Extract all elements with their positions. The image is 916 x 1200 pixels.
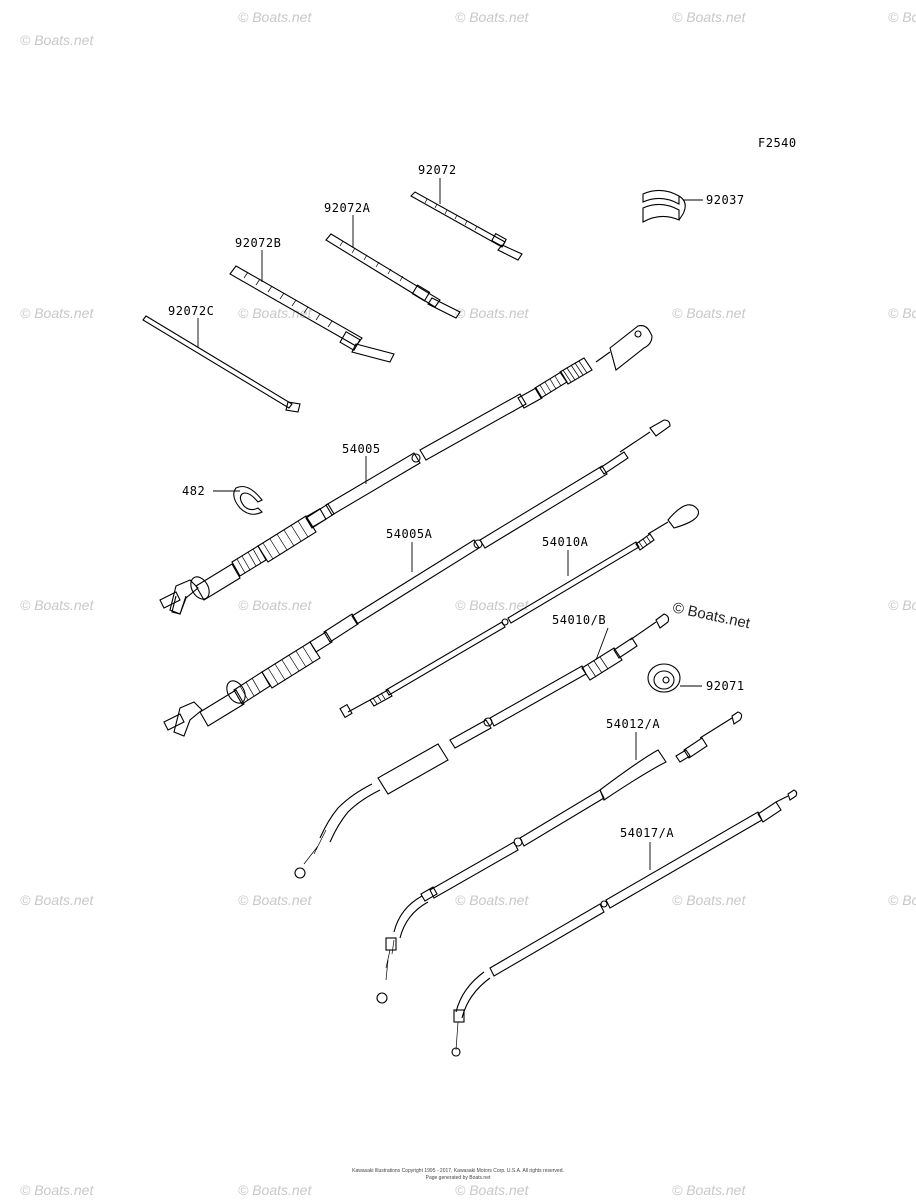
watermark-prominent: © Boats.net (671, 599, 752, 632)
watermark: © Boats.net (888, 305, 916, 321)
watermark: © Boats.net (20, 32, 94, 48)
watermark: © Boats.net (20, 1182, 94, 1198)
clip-482 (233, 485, 263, 515)
callout-label-54012A: 54012/A (606, 717, 660, 731)
leader-line (595, 627, 609, 661)
watermark: © Boats.net (20, 597, 94, 613)
watermark: © Boats.net (20, 892, 94, 908)
watermark: © Boats.net (888, 9, 916, 25)
watermark: © Boats.net (20, 305, 94, 321)
callout-label-482: 482 (182, 484, 205, 498)
callout-label-54005: 54005 (342, 442, 381, 456)
cable-54010A (339, 504, 700, 719)
watermark: © Boats.net (238, 597, 312, 613)
copyright-line: Page generated by Boats.net (426, 1175, 491, 1181)
watermark: © Boats.net (238, 1182, 312, 1198)
cable-tie-92072B (229, 265, 395, 363)
cable-54012A (376, 711, 743, 1004)
callout-label-92072C: 92072C (168, 304, 214, 318)
watermark: © Boats.net (672, 305, 746, 321)
watermark: © Boats.net (888, 597, 916, 613)
watermark-grid: © Boats.net © Boats.net © Boats.net © Bo… (20, 9, 916, 1198)
callout-label-92071: 92071 (706, 679, 745, 693)
cable-54010B (294, 613, 670, 879)
cable-tie-92072 (410, 191, 523, 261)
cable-54005 (159, 325, 653, 615)
watermark: © Boats.net (238, 305, 312, 321)
watermark: © Boats.net (672, 1182, 746, 1198)
cable-tie-92072C (142, 315, 301, 413)
callout-label-92072B: 92072B (235, 236, 281, 250)
watermark: © Boats.net (455, 305, 529, 321)
copyright-line: Kawasaki Illustrations Copyright 1995 - … (352, 1168, 564, 1174)
callout-label-54010B: 54010/B (552, 613, 606, 627)
cable-54017A (451, 789, 798, 1057)
watermark: © Boats.net (888, 892, 916, 908)
watermark: © Boats.net (672, 9, 746, 25)
watermark: © Boats.net (455, 1182, 529, 1198)
callout-label-54017A: 54017/A (620, 826, 674, 840)
watermark: © Boats.net (455, 597, 529, 613)
clip-92037 (642, 189, 686, 223)
callout-label-54005A: 54005A (386, 527, 433, 541)
callout-labels: 92072 92037 92072A 92072B 92072C 54005 4… (168, 163, 745, 840)
callout-label-54010A: 54010A (542, 535, 589, 549)
watermark: © Boats.net (455, 9, 529, 25)
watermark: © Boats.net (455, 892, 529, 908)
cable-54005A (163, 419, 671, 737)
grommet-92071 (647, 663, 681, 693)
watermark: © Boats.net (238, 892, 312, 908)
figure-code: F2540 (758, 136, 797, 150)
callout-label-92037: 92037 (706, 193, 745, 207)
callout-label-92072A: 92072A (324, 201, 371, 215)
callout-label-92072: 92072 (418, 163, 457, 177)
watermark: © Boats.net (238, 9, 312, 25)
watermark: © Boats.net (672, 892, 746, 908)
cable-tie-92072A (325, 233, 461, 319)
